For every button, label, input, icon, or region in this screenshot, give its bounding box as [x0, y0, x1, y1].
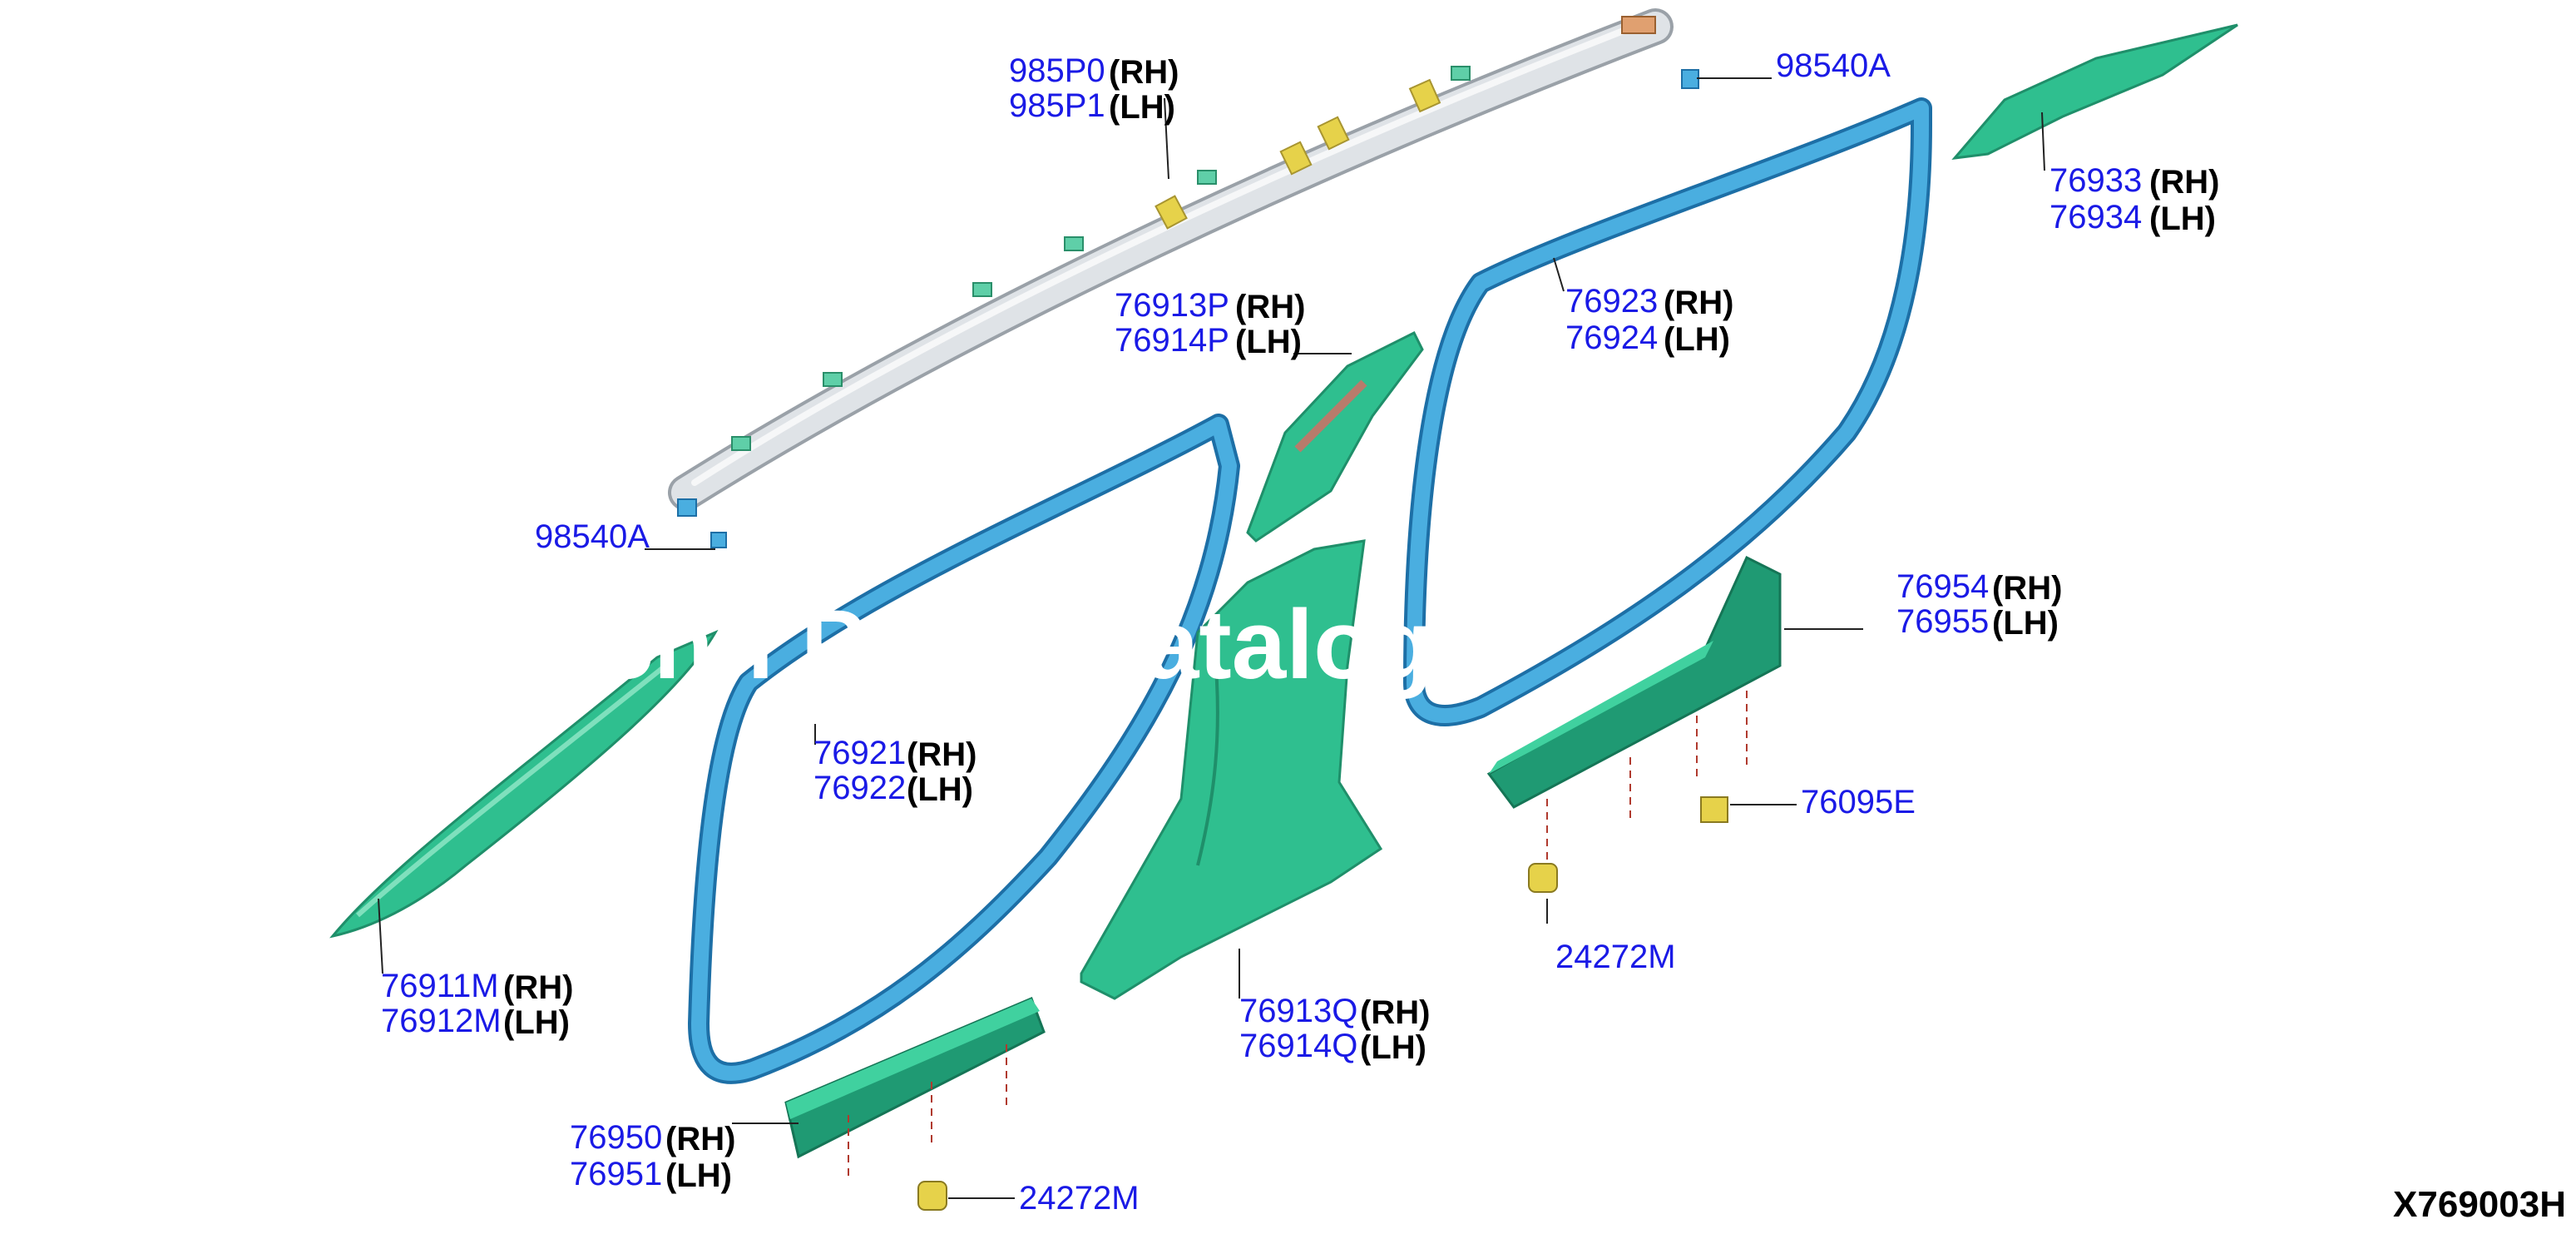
rear-pillar-garnish [1951, 23, 2238, 160]
clip-airbag-left [677, 498, 727, 548]
callout-front-weatherstrip-lower: 76922 (LH) [813, 770, 973, 808]
rear-kicking-plate [1486, 555, 1782, 874]
callout-front-pillar-upper: 76911M (RH) [381, 968, 573, 1006]
part-number: 98540A [535, 518, 650, 555]
callout-rear-pillar-upper: 76933 (RH) [2049, 162, 2219, 201]
part-number: 76950 [570, 1119, 662, 1156]
callout-clip-rear-kick: 76095E [1801, 784, 1916, 820]
callout-rear-weatherstrip-lower: 76924 (LH) [1565, 320, 1730, 358]
part-number: 76924 [1565, 320, 1658, 356]
part-number: 76955 [1896, 603, 1989, 640]
side-indicator: (LH) [1992, 605, 2059, 642]
watermark: chn Parts Catalog P [599, 590, 1526, 700]
part-number: 76934 [2049, 199, 2142, 235]
front-kicking-plate [784, 997, 1046, 1182]
front-pillar-garnish [329, 629, 719, 939]
callout-clip-rear-sill: 24272M [1555, 939, 1676, 975]
side-indicator: (RH) [907, 736, 977, 773]
side-indicator: (RH) [1109, 54, 1179, 91]
side-indicator: (LH) [665, 1157, 732, 1194]
callout-rear-pillar-lower: 76934 (LH) [2049, 199, 2216, 237]
callout-center-pillar-lower-b: 76914Q (LH) [1239, 1028, 1426, 1066]
callout-clip-front-sill: 24272M [1019, 1180, 1140, 1217]
side-indicator: (LH) [1109, 89, 1175, 126]
clip-rear-kick-fastener [1700, 796, 1728, 823]
side-indicator: (LH) [1360, 1029, 1426, 1066]
side-indicator: (LH) [2149, 201, 2216, 237]
side-indicator: (RH) [503, 969, 573, 1006]
callout-center-pillar-upper-a: 76913P (RH) [1115, 287, 1305, 325]
part-number: 76954 [1896, 568, 1989, 605]
part-number: 76933 [2049, 162, 2142, 199]
part-number: 76911M [381, 968, 499, 1004]
part-number: 985P0 [1009, 52, 1105, 89]
callout-center-pillar-lower-a: 76913Q (RH) [1239, 993, 1430, 1031]
part-number: 985P1 [1009, 87, 1105, 124]
callout-front-weatherstrip-upper: 76921 (RH) [813, 735, 977, 773]
callout-airbag-lower: 985P1 (LH) [1009, 87, 1175, 126]
callout-airbag-upper: 985P0 (RH) [1009, 52, 1179, 91]
callout-rear-weatherstrip-upper: 76923 (RH) [1565, 283, 1733, 321]
callout-rear-kicking-plate-upper: 76954 (RH) [1896, 568, 2062, 607]
part-number: 76912M [381, 1003, 502, 1039]
callout-clip-airbag-right: 98540A [1776, 47, 1891, 84]
side-indicator: (RH) [1992, 570, 2062, 607]
center-pillar-upper-garnish [1246, 330, 1424, 543]
part-number: 76921 [813, 735, 906, 771]
side-indicator: (RH) [1664, 285, 1733, 321]
diagram-code: X769003H [2393, 1184, 2566, 1225]
side-indicator: (RH) [1360, 994, 1430, 1031]
center-pillar-lower-garnish [1080, 539, 1383, 1000]
callout-rear-kicking-plate-lower: 76955 (LH) [1896, 603, 2059, 642]
callout-clip-airbag-left: 98540A [535, 518, 650, 555]
clip-rear-sill-fastener [1528, 863, 1558, 893]
leader-lines [378, 77, 2045, 1199]
part-number: 76095E [1801, 784, 1916, 820]
part-number: 76913P [1115, 287, 1229, 324]
clip-airbag-right [1681, 69, 1699, 89]
callout-front-kicking-plate-upper: 76950 (RH) [570, 1119, 735, 1157]
part-number: 24272M [1019, 1180, 1140, 1217]
side-indicator: (LH) [907, 771, 973, 808]
part-number: 76914P [1115, 322, 1229, 359]
front-door-weatherstrip [688, 414, 1240, 1084]
side-indicator: (RH) [1235, 289, 1305, 325]
part-number: 24272M [1555, 939, 1676, 975]
part-number: 76914Q [1239, 1028, 1357, 1064]
clip-front-sill-fastener [917, 1181, 947, 1211]
side-indicator: (LH) [1235, 324, 1302, 360]
callout-front-kicking-plate-lower: 76951 (LH) [570, 1156, 732, 1194]
part-number: 98540A [1776, 47, 1891, 84]
part-number: 76923 [1565, 283, 1658, 320]
side-indicator: (LH) [1664, 321, 1730, 358]
rear-door-weatherstrip [1403, 97, 1932, 726]
side-indicator: (LH) [503, 1004, 570, 1041]
curtain-airbag [668, 8, 1674, 511]
part-number: 76922 [813, 770, 906, 806]
side-indicator: (RH) [2149, 164, 2219, 201]
callout-center-pillar-upper-b: 76914P (LH) [1115, 322, 1302, 360]
callout-front-pillar-lower: 76912M (LH) [381, 1003, 570, 1041]
side-indicator: (RH) [665, 1121, 735, 1157]
part-number: 76951 [570, 1156, 662, 1192]
part-number: 76913Q [1239, 993, 1357, 1029]
